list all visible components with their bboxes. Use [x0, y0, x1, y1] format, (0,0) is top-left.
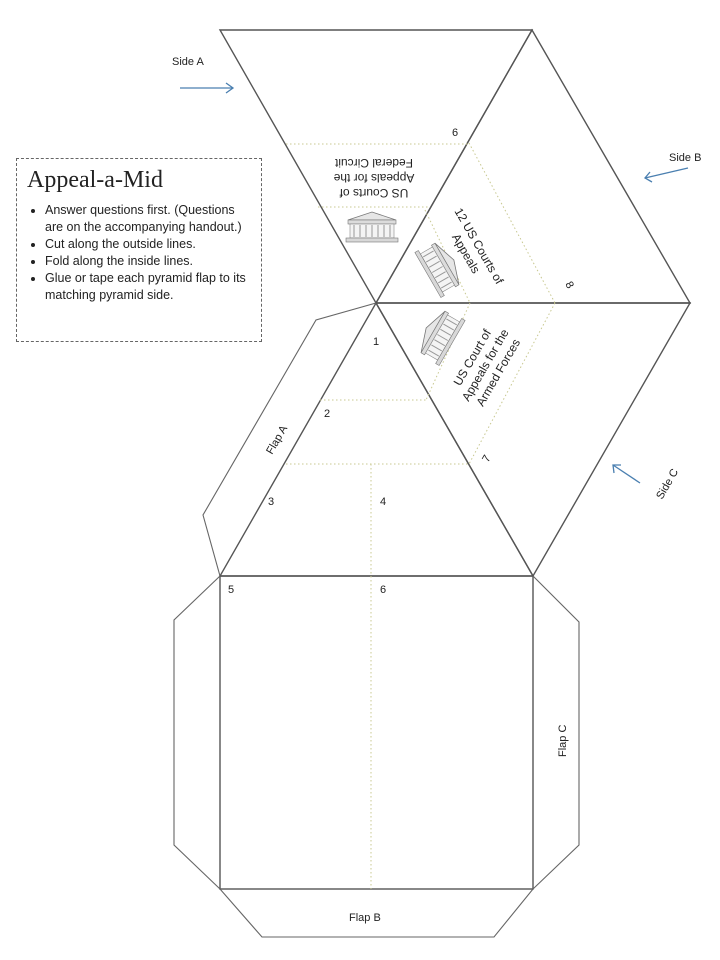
flap-b-label: Flap B — [349, 912, 381, 924]
number-5: 5 — [228, 584, 234, 596]
courthouse-icon — [420, 310, 466, 366]
federal-circuit-text: US Courts of Appeals for the Federal Cir… — [333, 156, 414, 200]
number-7: 7 — [480, 453, 493, 464]
base-square — [219, 575, 534, 890]
side-b-label: Side B — [669, 152, 701, 164]
instructions-list: Answer questions first. (Questions are o… — [27, 202, 251, 304]
instructions-title: Appeal-a-Mid — [27, 167, 163, 193]
federal-line-1: US Courts of — [339, 186, 408, 200]
courthouse-icon — [345, 211, 399, 243]
fold-line — [425, 302, 471, 401]
flap-a-outline — [202, 302, 377, 577]
flap-c-label: Flap C — [557, 725, 569, 757]
instruction-item: Answer questions first. (Questions are o… — [45, 202, 251, 236]
side-c-label: Side C — [654, 467, 681, 502]
side-a-arrow-icon — [180, 82, 235, 94]
federal-line-3: Federal Circuit — [334, 156, 413, 170]
federal-line-2: Appeals for the — [333, 171, 414, 185]
flap-b-outline — [219, 888, 534, 938]
number-1: 1 — [373, 336, 379, 348]
flap-left-outline — [173, 575, 221, 890]
instruction-item: Glue or tape each pyramid flap to its ma… — [45, 270, 251, 304]
fold-line — [468, 142, 556, 304]
number-6-top: 6 — [452, 127, 458, 139]
fold-line — [424, 209, 471, 304]
courthouse-icon — [414, 242, 460, 298]
flap-a-label: Flap A — [264, 423, 290, 457]
number-2: 2 — [324, 408, 330, 420]
flap-c-outline — [532, 575, 580, 890]
instructions-box: Appeal-a-Mid Answer questions first. (Qu… — [16, 158, 262, 342]
number-6-bottom: 6 — [380, 584, 386, 596]
number-3: 3 — [268, 496, 274, 508]
instruction-item: Cut along the outside lines. — [45, 236, 251, 253]
instruction-item: Fold along the inside lines. — [45, 253, 251, 270]
side-a-label: Side A — [172, 56, 204, 68]
side-c-arrow-icon — [612, 464, 641, 484]
number-4: 4 — [380, 496, 386, 508]
side-b-arrow-icon — [644, 167, 689, 183]
number-8: 8 — [562, 280, 575, 291]
fold-line — [468, 302, 556, 465]
